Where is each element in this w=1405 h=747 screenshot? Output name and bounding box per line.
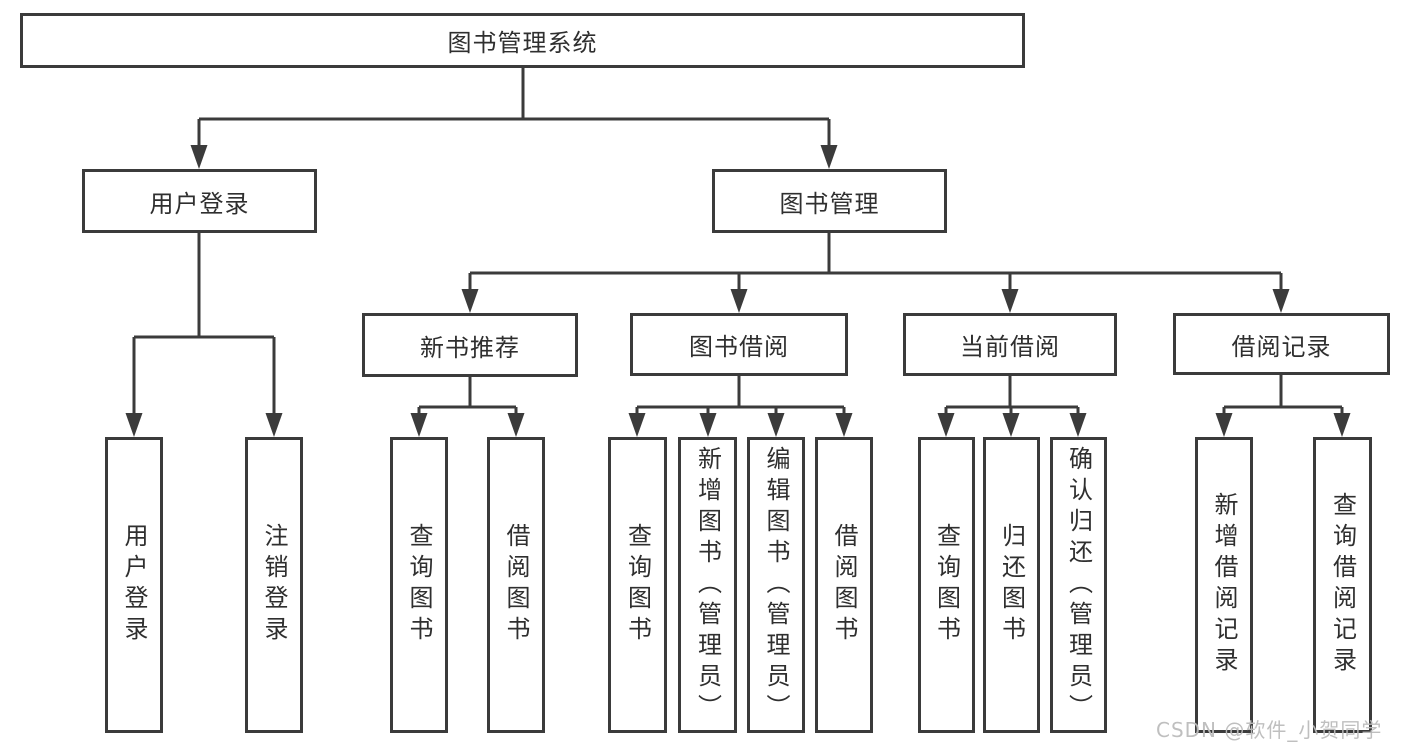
leaf-br-add-record-label: 新增借阅记录	[1210, 492, 1238, 678]
leaf-bb-query-books-label: 查询图书	[623, 523, 652, 647]
node-user-login: 用户登录	[82, 169, 317, 233]
node-book-borrow-label: 图书借阅	[689, 333, 789, 361]
leaf-cb-return-books-label: 归还图书	[997, 523, 1026, 647]
leaf-nb-query-books: 查询图书	[390, 437, 448, 733]
node-root-label: 图书管理系统	[447, 29, 598, 57]
leaf-cb-confirm-return-admin-label: 确认归还（管理员）	[1064, 445, 1093, 725]
leaf-user-login-label: 用户登录	[120, 523, 148, 647]
leaf-user-login: 用户登录	[105, 437, 163, 733]
leaf-bb-borrow-books-label: 借阅图书	[830, 523, 858, 647]
leaf-bb-add-books-admin-label: 新增图书（管理员）	[693, 445, 722, 725]
leaf-br-query-record-label: 查询借阅记录	[1328, 492, 1357, 678]
node-borrow-records-label: 借阅记录	[1231, 332, 1332, 361]
leaf-logout-label: 注销登录	[260, 523, 288, 647]
node-current-borrow: 当前借阅	[903, 313, 1117, 376]
leaf-nb-borrow-books-label: 借阅图书	[502, 523, 530, 647]
node-borrow-records: 借阅记录	[1173, 313, 1390, 375]
node-user-login-label: 用户登录	[149, 189, 250, 218]
leaf-logout: 注销登录	[245, 437, 303, 733]
node-root: 图书管理系统	[20, 13, 1025, 68]
node-new-book-recommend: 新书推荐	[362, 313, 578, 377]
leaf-cb-query-books: 查询图书	[918, 437, 975, 733]
node-book-borrow: 图书借阅	[630, 313, 848, 376]
leaf-cb-query-books-label: 查询图书	[932, 523, 961, 647]
watermark: CSDN @软件_小贺同学	[1156, 718, 1383, 742]
leaf-cb-confirm-return-admin: 确认归还（管理员）	[1050, 437, 1107, 733]
leaf-bb-add-books-admin: 新增图书（管理员）	[678, 437, 737, 733]
node-current-borrow-label: 当前借阅	[960, 333, 1060, 361]
node-book-management: 图书管理	[712, 169, 947, 233]
leaf-br-query-record: 查询借阅记录	[1313, 437, 1372, 733]
leaf-br-add-record: 新增借阅记录	[1195, 437, 1253, 733]
leaf-cb-return-books: 归还图书	[983, 437, 1040, 733]
leaf-nb-query-books-label: 查询图书	[405, 523, 433, 647]
leaf-bb-edit-books-admin: 编辑图书（管理员）	[747, 437, 805, 733]
node-new-book-recommend-label: 新书推荐	[420, 333, 520, 362]
leaf-nb-borrow-books: 借阅图书	[487, 437, 545, 733]
node-book-management-label: 图书管理	[779, 189, 880, 218]
leaf-bb-borrow-books: 借阅图书	[815, 437, 873, 733]
leaf-bb-query-books: 查询图书	[608, 437, 667, 733]
leaf-bb-edit-books-admin-label: 编辑图书（管理员）	[762, 445, 790, 725]
